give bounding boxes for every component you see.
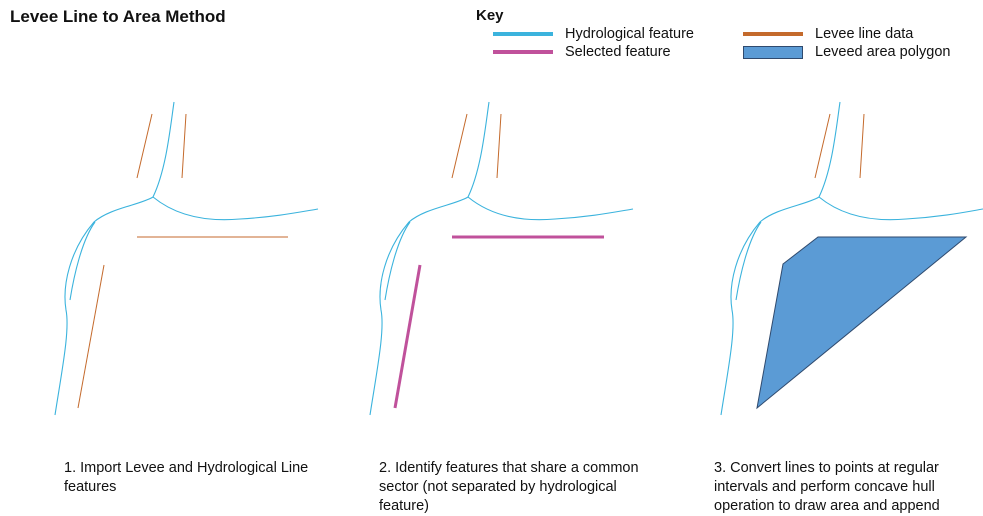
- leveed-area-polygon: [756, 236, 968, 410]
- legend-item-levee: Levee line data: [743, 26, 913, 42]
- panel-1: [54, 101, 319, 416]
- hydro-main-channel: [720, 101, 841, 416]
- legend-item-selected: Selected feature: [493, 44, 671, 60]
- legend-label-selected: Selected feature: [565, 44, 671, 60]
- hydro-small-channel: [384, 221, 411, 301]
- legend-swatch-levee: [743, 32, 803, 36]
- legend-swatch-selected: [493, 50, 553, 54]
- levee-line-upper-right: [181, 113, 187, 179]
- legend-label-polygon: Leveed area polygon: [815, 44, 951, 60]
- levee-line-upper-right: [496, 113, 502, 179]
- legend-item-polygon: Leveed area polygon: [743, 44, 950, 60]
- hydro-branch-channel: [152, 196, 319, 221]
- hydro-small-channel: [69, 221, 96, 301]
- hydro-main-channel: [369, 101, 490, 416]
- levee-line-upper-left: [451, 113, 468, 179]
- legend-title: Key: [476, 7, 504, 24]
- step-1-caption: 1. Import Levee and Hydrological Line fe…: [64, 460, 309, 495]
- levee-line-upper-left: [814, 113, 831, 179]
- panel-2: [369, 101, 634, 416]
- levee-line-upper-left: [136, 113, 153, 179]
- legend-label-levee: Levee line data: [815, 26, 914, 42]
- panel-3: [720, 101, 983, 416]
- step-2-caption: 2. Identify features that share a common…: [379, 460, 639, 514]
- hydro-branch-channel: [818, 196, 983, 221]
- legend-item-hydrological: Hydrological feature: [493, 26, 694, 42]
- page-title: Levee Line to Area Method: [10, 7, 226, 26]
- selected-line-lower: [393, 264, 422, 409]
- levee-line-upper-right: [859, 113, 865, 179]
- legend-swatch-polygon: [743, 45, 803, 59]
- hydro-small-channel: [735, 221, 762, 301]
- legend-swatch-hydrological: [493, 32, 553, 36]
- legend-label-hydrological: Hydrological feature: [565, 26, 694, 42]
- step-3-caption: 3. Convert lines to points at regular in…: [714, 460, 940, 514]
- hydro-main-channel: [54, 101, 175, 416]
- levee-line-lower: [77, 264, 105, 409]
- hydro-branch-channel: [467, 196, 634, 221]
